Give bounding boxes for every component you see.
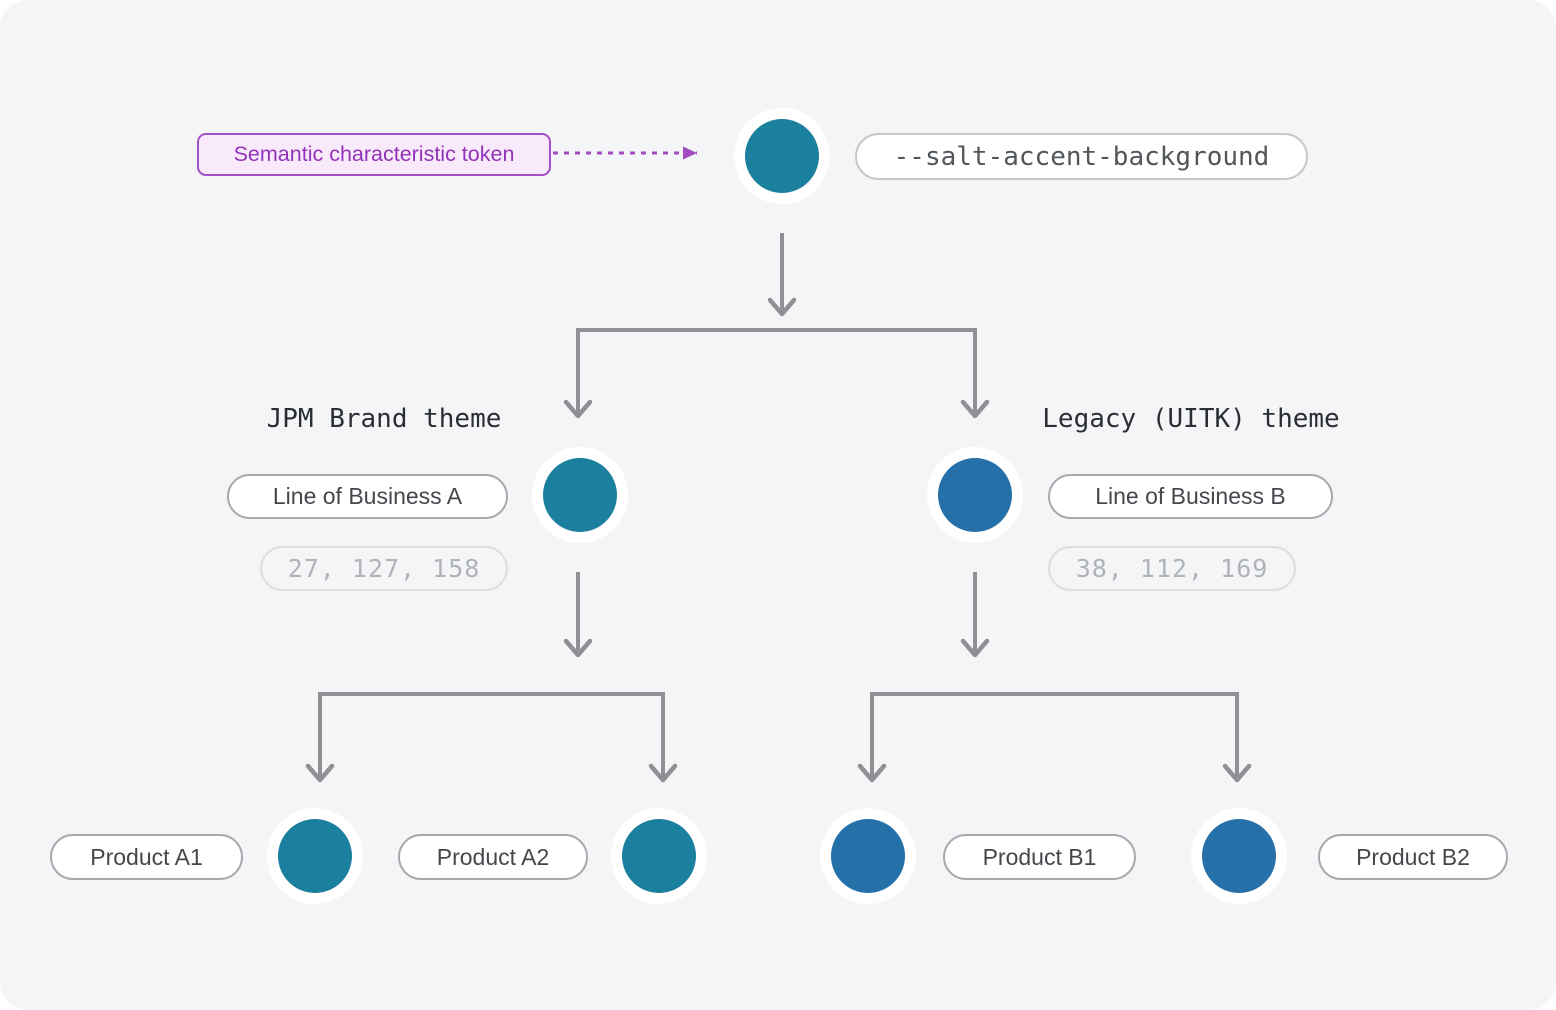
product-a1-circle	[278, 819, 352, 893]
theme-a-circle	[543, 458, 617, 532]
product-a2-pill: Product A2	[398, 834, 588, 880]
theme-a-lob-pill: Line of Business A	[227, 474, 508, 519]
theme-b-circle	[938, 458, 1012, 532]
product-b1-pill: Product B1	[943, 834, 1136, 880]
product-a1-pill: Product A1	[50, 834, 243, 880]
theme-a-rgb-pill: 27, 127, 158	[260, 546, 508, 591]
theme-a-title: JPM Brand theme	[266, 404, 502, 434]
product-b2-circle	[1202, 819, 1276, 893]
bracket-root-to-themes-icon	[563, 328, 990, 419]
bracket-theme-b-to-products-icon	[857, 692, 1252, 783]
root-token-circle	[745, 119, 819, 193]
semantic-token-annotation: Semantic characteristic token	[197, 133, 551, 176]
product-b1-circle	[831, 819, 905, 893]
bracket-theme-a-to-products-icon	[305, 692, 678, 783]
root-token-code-pill: --salt-accent-background	[855, 133, 1308, 180]
theme-b-rgb-pill: 38, 112, 169	[1048, 546, 1296, 591]
product-b2-pill: Product B2	[1318, 834, 1508, 880]
theme-b-title: Legacy (UITK) theme	[1042, 404, 1340, 434]
product-a2-circle	[622, 819, 696, 893]
theme-b-lob-pill: Line of Business B	[1048, 474, 1333, 519]
